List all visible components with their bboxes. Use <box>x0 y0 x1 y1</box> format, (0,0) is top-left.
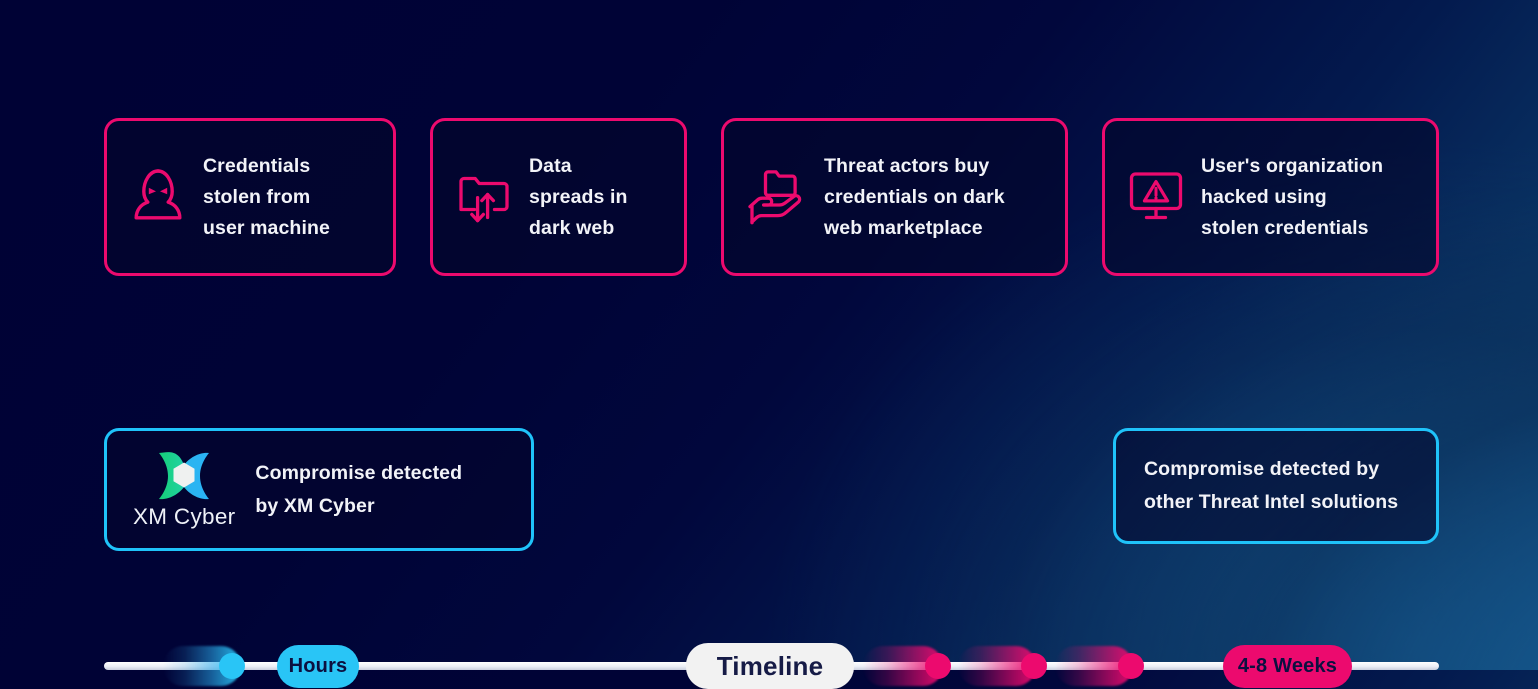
xm-cyber-logo: XM Cyber <box>133 450 235 530</box>
infographic-canvas: Credentials stolen from user machine Dat… <box>0 118 1538 689</box>
timeline-marker-hours: Hours <box>277 645 359 688</box>
attack-step-label: Threat actors buy credentials on dark we… <box>824 154 1005 239</box>
attack-step-label: User's organization hacked using stolen … <box>1201 154 1384 239</box>
xm-cyber-mark-icon <box>159 451 210 499</box>
timeline-center-label: Timeline <box>686 643 854 689</box>
attack-step-card-data-spreads: Data spreads in dark web <box>430 118 687 276</box>
folder-transfer-icon <box>453 164 515 231</box>
timeline-dot-pink-1 <box>925 653 951 679</box>
detection-card-xm-cyber: XM Cyber Compromise detected by XM Cyber <box>104 428 534 551</box>
timeline-dot-cyan <box>219 653 245 679</box>
timeline-dot-pink-3 <box>1118 653 1144 679</box>
timeline-marker-weeks: 4-8 Weeks <box>1223 645 1352 688</box>
detection-card-other-threat-intel: Compromise detected by other Threat Inte… <box>1113 428 1439 544</box>
attack-step-card-credentials-stolen: Credentials stolen from user machine <box>104 118 396 276</box>
detection-label-other: Compromise detected by other Threat Inte… <box>1144 458 1399 513</box>
attack-step-card-organization-hacked: User's organization hacked using stolen … <box>1102 118 1439 276</box>
detection-label-xm-cyber: Compromise detected by XM Cyber <box>255 461 463 517</box>
hand-holding-folder-icon <box>744 162 810 233</box>
attack-step-label: Data spreads in dark web <box>529 154 628 239</box>
hooded-attacker-icon <box>127 164 189 231</box>
timeline: Hours Timeline 4-8 Weeks <box>0 318 1538 689</box>
xm-cyber-wordmark: XM Cyber <box>133 503 236 529</box>
timeline-dot-pink-2 <box>1021 653 1047 679</box>
monitor-alert-icon <box>1125 164 1187 231</box>
attack-step-card-threat-actors-buy: Threat actors buy credentials on dark we… <box>721 118 1068 276</box>
attack-step-label: Credentials stolen from user machine <box>203 154 330 239</box>
